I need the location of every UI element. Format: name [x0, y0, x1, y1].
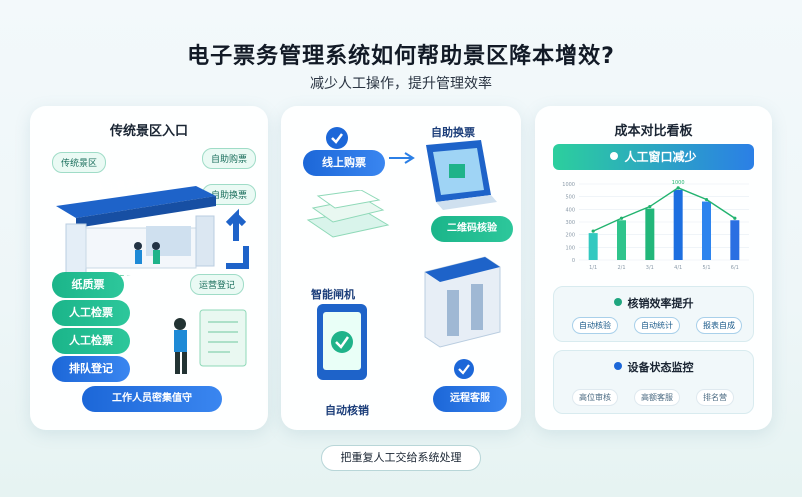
trend-point [733, 216, 737, 220]
monitor-tag-3: 排名营 [696, 389, 734, 406]
online-buy-pill: 线上购票 [303, 150, 385, 176]
chart-bar [645, 208, 655, 260]
ops-register-chip: 运营登记 [190, 274, 245, 295]
auto-buy-chip: 自助购票 [202, 148, 257, 169]
paper-ticket-pill: 纸质票 [52, 272, 124, 298]
smart-gate-label: 智能闸机 [311, 288, 355, 301]
smart-gate-illustration [424, 256, 501, 348]
traditional-entrance-panel: 传统景区入口 传统景区 自助购票 自助换票 人工售票窗口 纸质票 人工检票 人工… [30, 106, 268, 430]
chart-bar [702, 201, 711, 260]
check-badge-icon [326, 127, 348, 149]
monitor-card: 设备状态监控 高位审核 高额客服 排名营 [553, 350, 754, 414]
y-tick-label: 300 [565, 220, 575, 226]
x-tick-label: 5/1 [702, 265, 710, 271]
ticket-stack-illustration [306, 190, 390, 238]
y-tick-label: 1000 [562, 182, 575, 188]
efficiency-card: 核销效率提升 自动核验 自动统计 报表自成 [553, 286, 754, 342]
chart-bar [673, 189, 683, 260]
scenic-label-chip: 传统景区 [52, 152, 107, 173]
efficiency-title: 核销效率提升 [554, 295, 753, 311]
y-tick-label: 100 [565, 245, 575, 251]
flow-arrow-icon [389, 152, 415, 164]
kiosk-illustration [426, 140, 497, 210]
trend-point [704, 197, 709, 202]
efficiency-tag-1: 自动核验 [572, 317, 618, 334]
trend-point [619, 216, 624, 220]
phone-check-illustration [317, 304, 367, 380]
qr-check-pill: 二维码核验 [431, 216, 513, 242]
digital-flow-panel: 自助换票 线上购票 二维码核验 智能闸机 自动核销 远程客服 [281, 106, 521, 430]
cost-panel-title: 成本对比看板 [614, 124, 693, 139]
x-tick-label: 2/1 [617, 265, 625, 271]
auto-writeoff-label: 自动核销 [325, 404, 369, 417]
traditional-panel-title: 传统景区入口 [109, 124, 188, 139]
paper-document-illustration [174, 309, 247, 374]
x-tick-label: 4/1 [674, 265, 682, 271]
y-tick-label: 0 [572, 258, 575, 264]
monitor-tag-1: 高位审核 [572, 389, 618, 406]
staff-intensive-pill: 工作人员密集值守 [82, 386, 222, 412]
efficiency-tag-2: 自动统计 [634, 317, 680, 334]
manual-check-pill-2: 人工检票 [52, 328, 130, 354]
trend-point [648, 204, 652, 209]
x-tick-label: 6/1 [731, 265, 739, 271]
footer-summary-button: 把重复人工交给系统处理 [321, 445, 481, 471]
monitor-title: 设备状态监控 [554, 359, 753, 375]
ticket-booth-illustration [56, 186, 249, 276]
page-title: 电子票务管理系统如何帮助景区降本增效? [187, 44, 615, 69]
trend-point [591, 229, 595, 233]
chart-bar [588, 233, 598, 260]
x-tick-label: 1/1 [589, 265, 597, 271]
manual-check-pill-1: 人工检票 [52, 300, 130, 326]
location-pin-icon [454, 359, 474, 379]
y-tick-label: 400 [565, 207, 575, 213]
efficiency-tag-3: 报表自成 [696, 317, 742, 334]
chart-bar [730, 220, 740, 260]
peak-label: 1000 [672, 180, 685, 186]
auto-exchange-label: 自助换票 [431, 126, 475, 139]
trend-line [592, 187, 736, 232]
manual-reduce-header: 人工窗口减少 [553, 144, 754, 170]
queue-register-pill: 排队登记 [52, 356, 130, 382]
y-tick-label: 200 [565, 233, 575, 239]
chart-bar [617, 220, 626, 260]
y-tick-label: 500 [565, 195, 575, 201]
monitor-tag-2: 高额客服 [634, 389, 680, 406]
x-tick-label: 3/1 [646, 265, 654, 271]
remote-service-pill: 远程客服 [433, 386, 507, 412]
page-subtitle: 减少人工操作，提升管理效率 [310, 76, 492, 92]
trend-point [676, 186, 680, 190]
